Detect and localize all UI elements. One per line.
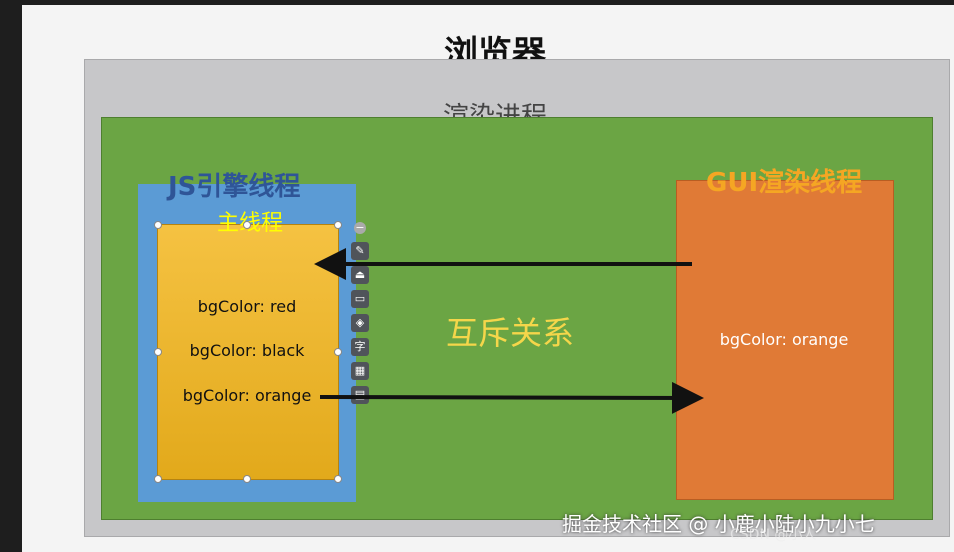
arrow-js-to-gui <box>319 381 704 414</box>
js-engine-thread-label: JS引擎线程 <box>168 172 301 202</box>
minus-icon[interactable]: − <box>354 221 366 234</box>
resize-handle[interactable] <box>243 475 251 483</box>
grid-icon[interactable]: ▤ <box>351 386 369 404</box>
gui-render-thread-label: GUI渲染线程 <box>706 168 863 198</box>
brush-icon[interactable]: ✎ <box>351 242 369 260</box>
image-icon[interactable]: ▦ <box>351 362 369 380</box>
resize-handle[interactable] <box>154 475 162 483</box>
csdn-watermark: CSDN @小人 <box>730 527 817 543</box>
code-line-red: bgColor: red <box>197 297 297 316</box>
resize-handle[interactable] <box>334 221 342 229</box>
text-icon[interactable]: 字 <box>351 338 369 356</box>
code-line-black: bgColor: black <box>189 341 305 360</box>
stamp-icon[interactable]: ⏏ <box>351 266 369 284</box>
resize-handle[interactable] <box>243 221 251 229</box>
floating-toolbar: − ✎ ⏏ ▭ ◈ 字 ▦ ▤ <box>349 222 371 412</box>
gui-render-thread-box <box>676 180 894 500</box>
code-line-orange: bgColor: orange <box>182 386 312 405</box>
watermark-text: 掘金技术社区 @ 小鹿小陆小九小七 <box>562 512 875 536</box>
resize-handle[interactable] <box>154 348 162 356</box>
resize-handle[interactable] <box>154 221 162 229</box>
layers-icon[interactable]: ◈ <box>351 314 369 332</box>
top-dark-bar <box>0 0 954 5</box>
laptop-icon[interactable]: ▭ <box>351 290 369 308</box>
left-dark-bar <box>0 0 22 552</box>
resize-handle[interactable] <box>334 475 342 483</box>
main-thread-box[interactable] <box>157 224 339 480</box>
gui-bgcolor-text: bgColor: orange <box>719 330 849 349</box>
resize-handle[interactable] <box>334 348 342 356</box>
mutex-relation-label: 互斥关系 <box>445 314 574 352</box>
